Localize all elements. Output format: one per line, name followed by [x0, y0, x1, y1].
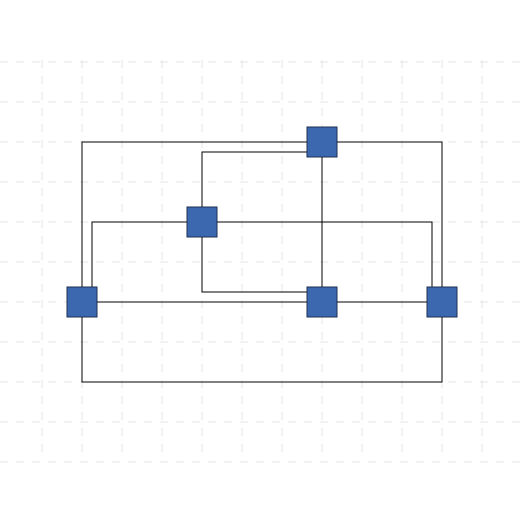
node-n4[interactable]	[306, 286, 338, 318]
edge-n1-n5-lower	[81, 302, 443, 383]
background-grid	[0, 60, 523, 463]
diagram-edges	[81, 141, 443, 383]
node-n5[interactable]	[426, 286, 458, 318]
node-n3[interactable]	[306, 126, 338, 158]
edge-n1-n3	[81, 141, 322, 302]
edge-n1-n2	[91, 221, 202, 302]
diagram-nodes	[66, 126, 458, 318]
edge-n2-n4	[201, 222, 322, 293]
node-n2[interactable]	[186, 206, 218, 238]
edge-n3-n5	[322, 141, 443, 302]
node-n1[interactable]	[66, 286, 98, 318]
edge-n2-n5	[202, 221, 433, 302]
edge-n2-n3	[201, 151, 322, 222]
